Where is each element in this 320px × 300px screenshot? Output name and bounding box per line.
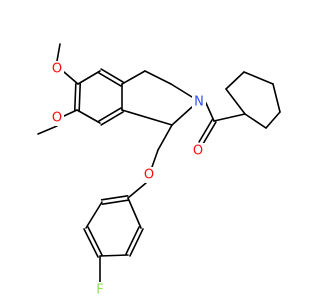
bond-9-a: [78, 83, 81, 111]
bond-19: [265, 111, 281, 129]
bond-25: [151, 149, 159, 168]
bond-5-b: [100, 68, 124, 83]
atom-label-o-methoxy-top: O: [52, 62, 62, 77]
bond-24: [157, 124, 173, 151]
atom-n-ring: N: [192, 94, 206, 110]
bond-2: [37, 125, 58, 135]
atom-label-f-para: F: [96, 283, 103, 298]
bond-5-a: [98, 72, 122, 87]
structure-diagram: O O N O O F: [37, 43, 281, 298]
bond-1: [63, 71, 79, 85]
bond-20: [272, 83, 281, 113]
bond-15: [205, 102, 215, 122]
bond-16-b: [202, 121, 217, 145]
bond-8: [76, 109, 101, 124]
atom-f-para: F: [93, 282, 107, 298]
bond-3: [63, 109, 78, 117]
bond-4: [77, 70, 101, 85]
bond-7-a: [98, 107, 122, 122]
bond-7-b: [100, 111, 124, 126]
bond-31-a: [129, 228, 144, 257]
bond-11: [144, 70, 172, 85]
bond-29-a: [83, 228, 99, 258]
bond-27-b: [101, 199, 130, 205]
atom-o-ether: O: [142, 167, 156, 183]
bond-30: [99, 254, 129, 257]
bond-9-b: [74, 83, 77, 111]
bond-22: [225, 71, 245, 90]
atom-label-o-carbonyl: O: [193, 144, 203, 159]
bond-32: [127, 197, 142, 229]
bond-29-b: [87, 226, 103, 256]
atom-o-methoxy-top: O: [50, 61, 64, 77]
bond-26: [127, 182, 147, 199]
atom-label-n-ring: N: [194, 95, 204, 110]
bond-12: [170, 83, 193, 98]
bond-14: [121, 109, 173, 126]
atom-o-carbonyl: O: [191, 143, 205, 159]
bond-28: [85, 201, 103, 229]
bond-16-a: [198, 119, 213, 143]
bond-17: [213, 113, 246, 122]
bond-18: [244, 113, 267, 129]
bond-21: [243, 71, 274, 85]
atom-o-methoxy-bottom: O: [50, 110, 64, 126]
bond-10: [121, 70, 146, 85]
bond-0: [56, 43, 61, 62]
bond-13: [171, 106, 193, 126]
molecule-canvas: O O N O O F: [37, 43, 281, 298]
bond-layer: [37, 43, 281, 283]
bond-27-a: [100, 195, 129, 201]
atom-label-layer: O O N O O F: [50, 61, 206, 298]
atom-label-o-methoxy-bottom: O: [52, 111, 62, 126]
bond-23: [225, 88, 246, 115]
atom-label-o-ether: O: [144, 168, 154, 183]
bond-31-b: [125, 226, 140, 255]
